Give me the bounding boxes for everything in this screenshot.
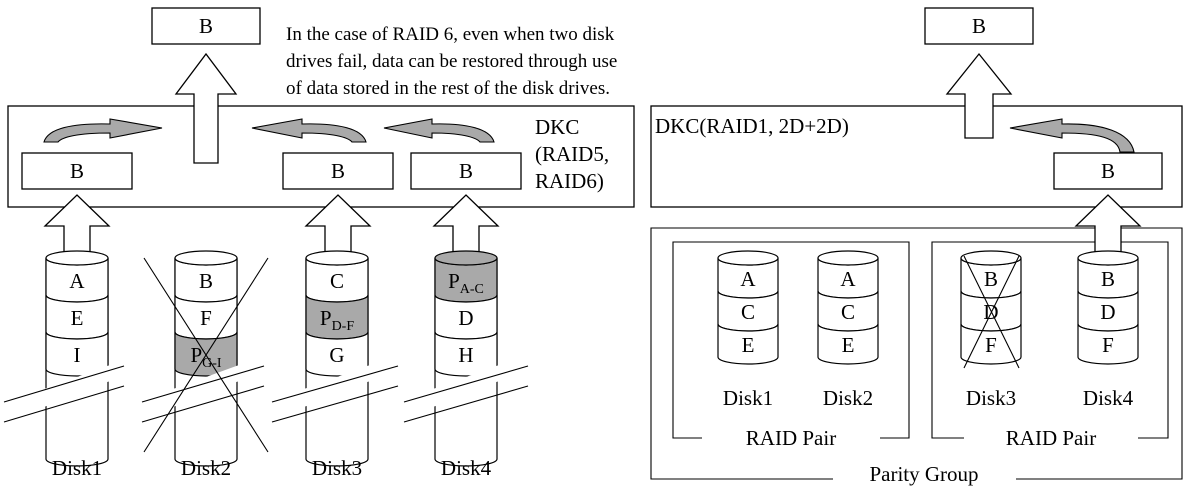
right-disk-2: ACE <box>817 250 879 365</box>
parity-group-label: Parity Group <box>869 462 978 486</box>
right-disk3-label: Disk3 <box>966 386 1016 410</box>
disk-segment <box>960 323 1022 365</box>
left-curl-arrow-3 <box>383 118 495 143</box>
raid-pair-box-1 <box>672 241 910 439</box>
raid-pair-2-label: RAID Pair <box>1006 426 1096 450</box>
raid-pair-1-label: RAID Pair <box>746 426 836 450</box>
left-disk1-label: Disk1 <box>52 456 102 480</box>
data-segment-label: A <box>740 267 756 291</box>
left-break-line-3 <box>141 365 265 403</box>
left-break-line-4 <box>141 385 265 423</box>
data-segment-label: F <box>1102 333 1114 357</box>
right-disk4-label: Disk4 <box>1083 386 1134 410</box>
left-disk-3: C PD-F G <box>304 250 370 467</box>
right-disk-3: BDF <box>960 250 1022 365</box>
left-disk3-label: Disk3 <box>312 456 362 480</box>
disk-top <box>1077 250 1139 266</box>
data-segment-label: H <box>458 343 473 367</box>
disk-break-gap <box>173 365 239 407</box>
left-raid56-section: B In the case of RAID 6, even when two d… <box>3 7 635 480</box>
left-disk-4: PA-C DH <box>433 250 499 467</box>
left-disk4-label: Disk4 <box>441 456 492 480</box>
data-segment-label: E <box>742 333 755 357</box>
left-output-arrow <box>174 52 238 164</box>
left-disk2-label: Disk2 <box>181 456 231 480</box>
disk-break-gap <box>304 365 370 407</box>
left-break-line-8 <box>403 385 529 423</box>
data-segment-label: B <box>1101 267 1115 291</box>
data-segment-label: D <box>458 306 473 330</box>
data-segment-label: C <box>841 300 855 324</box>
disk-top <box>817 250 879 266</box>
left-dkc-label-2: (RAID5, <box>535 142 609 166</box>
disk2-failure-mark <box>143 257 269 453</box>
disk-segment <box>817 323 879 365</box>
left-curl-arrow-2 <box>251 118 367 143</box>
left-buffer-1-label: B <box>70 159 84 183</box>
data-segment-label: C <box>330 269 344 293</box>
parity-segment-label: PD-F <box>320 306 354 334</box>
right-disk1-label: Disk1 <box>723 386 773 410</box>
right-curl-arrow <box>1009 118 1135 153</box>
data-segment-label: E <box>842 333 855 357</box>
disk-top <box>305 250 369 266</box>
left-buffer-2-label: B <box>331 159 345 183</box>
left-dkc-label-3: RAID6) <box>535 169 604 193</box>
left-output-label: B <box>199 14 213 38</box>
disk-top <box>960 250 1022 266</box>
right-raid1-section: B DKC(RAID1, 2D+2D) B Parity Group RAID … <box>650 7 1183 486</box>
left-dkc-label-1: DKC <box>535 115 579 139</box>
raid-pair-box-2 <box>931 241 1169 439</box>
left-break-line-5 <box>271 365 399 403</box>
data-segment-label: F <box>200 306 212 330</box>
data-segment-label: B <box>984 267 998 291</box>
disk-segment <box>717 323 779 365</box>
data-segment-label: C <box>741 300 755 324</box>
right-disk3-failure-mark <box>963 255 1020 369</box>
right-disk-1: ACE <box>717 250 779 365</box>
raid6-note-line-3: of data stored in the rest of the disk d… <box>286 78 610 99</box>
left-disk-1: AEI <box>44 250 110 467</box>
left-buffer-2 <box>282 152 394 190</box>
data-segment-label: A <box>840 267 856 291</box>
right-output-label: B <box>972 14 986 38</box>
left-break-line-6 <box>271 385 399 423</box>
data-segment-label: D <box>1100 300 1115 324</box>
data-segment-label: F <box>985 333 997 357</box>
disk-segment <box>1077 323 1139 365</box>
left-buffer-3 <box>410 152 522 190</box>
raid6-note-line-2: drives fail, data can be restored throug… <box>286 51 617 72</box>
left-curl-arrow-1 <box>43 118 163 143</box>
right-output-arrow <box>945 52 1013 139</box>
right-dkc-label: DKC(RAID1, 2D+2D) <box>655 114 849 138</box>
disk-top <box>717 250 779 266</box>
right-buffer <box>1053 152 1163 190</box>
data-segment-label: A <box>69 269 85 293</box>
data-segment-label: B <box>199 269 213 293</box>
left-break-line-2 <box>3 385 125 423</box>
right-output-block <box>924 7 1034 45</box>
disk-top <box>434 250 498 266</box>
parity-segment-label: PA-C <box>448 269 484 297</box>
right-buffer-label: B <box>1101 159 1115 183</box>
disk-top <box>45 250 109 266</box>
right-disk-4: BDF <box>1077 250 1139 365</box>
left-buffer-3-label: B <box>459 159 473 183</box>
left-break-line-1 <box>3 365 125 403</box>
raid6-note-line-1: In the case of RAID 6, even when two dis… <box>286 24 615 45</box>
right-disk2-label: Disk2 <box>823 386 873 410</box>
data-segment-label: E <box>71 306 84 330</box>
parity-group-box <box>650 227 1183 480</box>
data-segment-label: I <box>74 343 81 367</box>
disk-top <box>174 250 238 266</box>
left-output-block <box>151 7 261 45</box>
left-break-line-7 <box>403 365 529 403</box>
left-buffer-1 <box>21 152 133 190</box>
data-segment-label: G <box>329 343 344 367</box>
disk-break-gap <box>433 365 499 407</box>
